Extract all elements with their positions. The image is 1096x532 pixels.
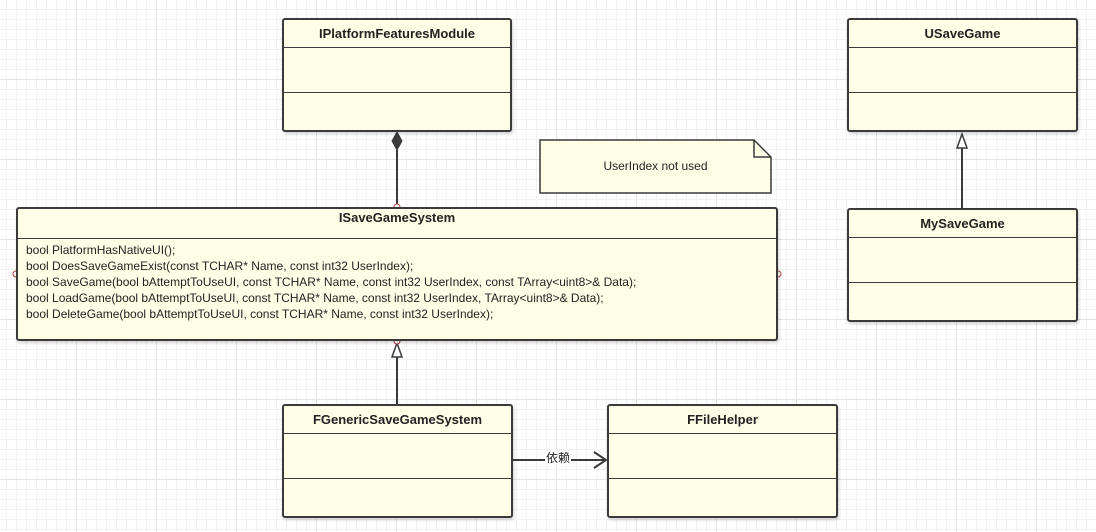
class-platform-features-module[interactable]: IPlatformFeaturesModule bbox=[282, 18, 512, 132]
composition-diamond bbox=[391, 130, 403, 152]
class-methods: bool PlatformHasNativeUI(); bool DoesSav… bbox=[18, 239, 776, 322]
class-name: USaveGame bbox=[849, 20, 1076, 48]
generalization-arrowhead-mysavegame bbox=[955, 131, 969, 149]
class-name: MySaveGame bbox=[849, 210, 1076, 238]
class-name: IPlatformFeaturesModule bbox=[284, 20, 510, 48]
dependency-label: 依赖 bbox=[545, 451, 572, 465]
class-fgeneric-save-game-system[interactable]: FGenericSaveGameSystem bbox=[282, 404, 513, 518]
generalization-arrowhead-fgeneric bbox=[390, 340, 404, 358]
note-shape bbox=[539, 139, 772, 194]
class-my-save-game[interactable]: MySaveGame bbox=[847, 208, 1078, 322]
method-delete-game: bool DeleteGame(bool bAttemptToUseUI, co… bbox=[26, 307, 494, 321]
class-attributes bbox=[284, 434, 511, 479]
note-userindex[interactable]: UserIndex not used bbox=[539, 139, 772, 194]
class-name: FFileHelper bbox=[609, 406, 836, 434]
class-attributes bbox=[609, 434, 836, 479]
class-name: FGenericSaveGameSystem bbox=[284, 406, 511, 434]
method-save-game: bool SaveGame(bool bAttemptToUseUI, cons… bbox=[26, 275, 637, 289]
class-usave-game[interactable]: USaveGame bbox=[847, 18, 1078, 132]
dependency-arrowhead bbox=[593, 451, 608, 469]
class-name: ISaveGameSystem bbox=[18, 209, 776, 239]
method-does-save-game-exist: bool DoesSaveGameExist(const TCHAR* Name… bbox=[26, 259, 414, 273]
note-text: UserIndex not used bbox=[603, 159, 708, 173]
class-ffile-helper[interactable]: FFileHelper bbox=[607, 404, 838, 518]
method-platform-has-native-ui: bool PlatformHasNativeUI(); bbox=[26, 243, 176, 257]
class-attributes bbox=[284, 48, 510, 93]
method-load-game: bool LoadGame(bool bAttemptToUseUI, cons… bbox=[26, 291, 604, 305]
class-attributes bbox=[849, 48, 1076, 93]
class-attributes bbox=[849, 238, 1076, 283]
class-isave-game-system[interactable]: ISaveGameSystem bool PlatformHasNativeUI… bbox=[16, 207, 778, 341]
